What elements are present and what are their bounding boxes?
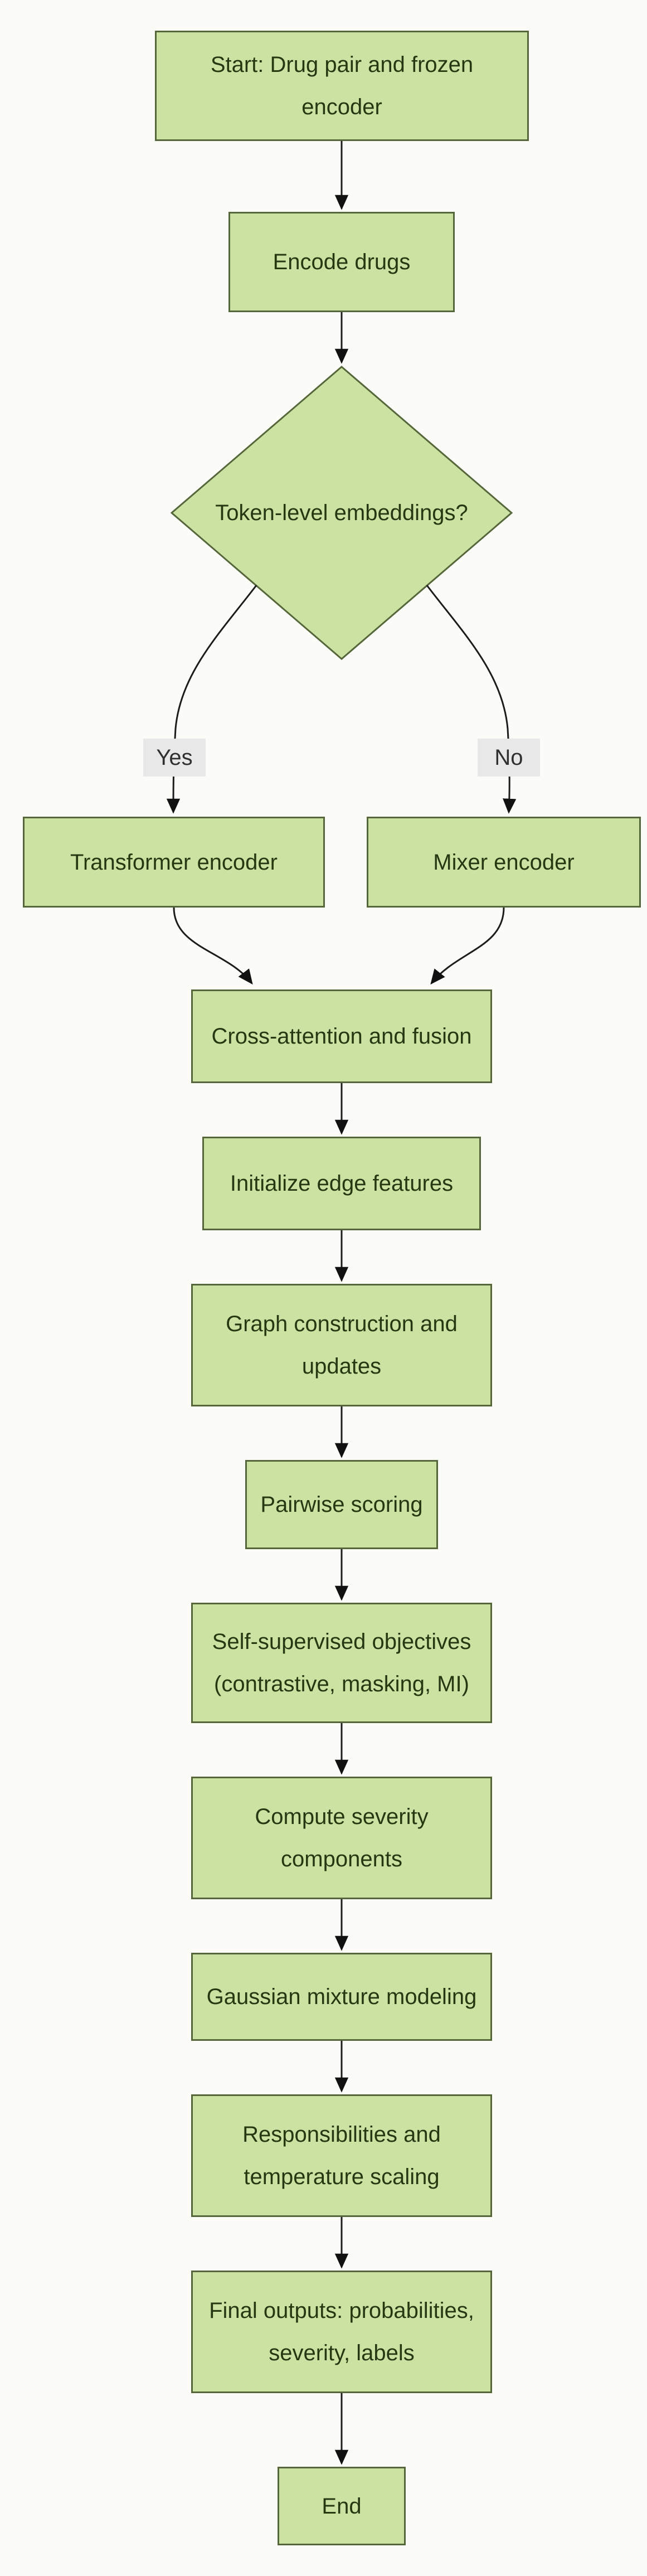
node-pairwise-scoring-label: Pairwise scoring — [260, 1492, 423, 1517]
node-self-supervised-objectives: Self-supervised objectives (contrastive,… — [191, 1603, 492, 1723]
node-cross-attention-fusion-label: Cross-attention and fusion — [211, 1024, 472, 1049]
edge-decision-mixer-no — [426, 585, 517, 814]
node-ssl-line2: (contrastive, masking, MI) — [214, 1672, 469, 1696]
branch-label-yes: Yes — [143, 739, 206, 777]
decision-token-level-embeddings: Token-level embeddings? — [186, 491, 498, 535]
node-start-line2: encoder — [301, 95, 382, 119]
node-start-line1: Start: Drug pair and frozen — [210, 52, 474, 77]
node-start: Start: Drug pair and frozen encoder — [155, 31, 529, 141]
node-initialize-edge-features: Initialize edge features — [202, 1137, 481, 1230]
node-encode-drugs-label: Encode drugs — [273, 250, 411, 274]
node-final-outputs: Final outputs: probabilities, severity, … — [191, 2271, 492, 2393]
edge-transformer-cross — [173, 907, 253, 985]
node-transformer-encoder: Transformer encoder — [23, 817, 325, 908]
node-resp-line2: temperature scaling — [244, 2165, 440, 2189]
branch-label-yes-text: Yes — [156, 745, 193, 770]
node-graph-construction-updates: Graph construction and updates — [191, 1284, 492, 1406]
node-ssl-line1: Self-supervised objectives — [212, 1629, 471, 1654]
node-resp-line1: Responsibilities and — [242, 2122, 441, 2147]
node-cross-attention-fusion: Cross-attention and fusion — [191, 989, 492, 1083]
node-pairwise-scoring: Pairwise scoring — [245, 1460, 438, 1549]
node-severity-line1: Compute severity — [255, 1804, 429, 1829]
node-initialize-edge-features-label: Initialize edge features — [230, 1171, 454, 1196]
node-end: End — [278, 2467, 406, 2545]
edge-decision-transformer-yes — [166, 585, 257, 814]
node-final-outputs-line1: Final outputs: probabilities, — [209, 2298, 474, 2323]
node-compute-severity-components: Compute severity components — [191, 1777, 492, 1899]
node-mixer-encoder-label: Mixer encoder — [433, 850, 575, 875]
decision-label-text: Token-level embeddings? — [215, 500, 468, 525]
node-graph-construction-line1: Graph construction and — [226, 1312, 458, 1336]
node-transformer-encoder-label: Transformer encoder — [70, 850, 278, 875]
node-encode-drugs: Encode drugs — [228, 212, 455, 312]
node-mixer-encoder: Mixer encoder — [367, 817, 641, 908]
edge-mixer-cross — [430, 907, 505, 985]
node-gaussian-mixture-modeling: Gaussian mixture modeling — [191, 1953, 492, 2041]
node-final-outputs-line2: severity, labels — [269, 2341, 415, 2365]
node-severity-line2: components — [281, 1847, 402, 1871]
node-graph-construction-line2: updates — [301, 1354, 382, 1379]
branch-label-no: No — [478, 739, 540, 777]
node-responsibilities-temperature-scaling: Responsibilities and temperature scaling — [191, 2094, 492, 2217]
node-end-label: End — [322, 2493, 362, 2519]
node-gmm-label: Gaussian mixture modeling — [206, 1985, 477, 2009]
branch-label-no-text: No — [494, 745, 523, 770]
